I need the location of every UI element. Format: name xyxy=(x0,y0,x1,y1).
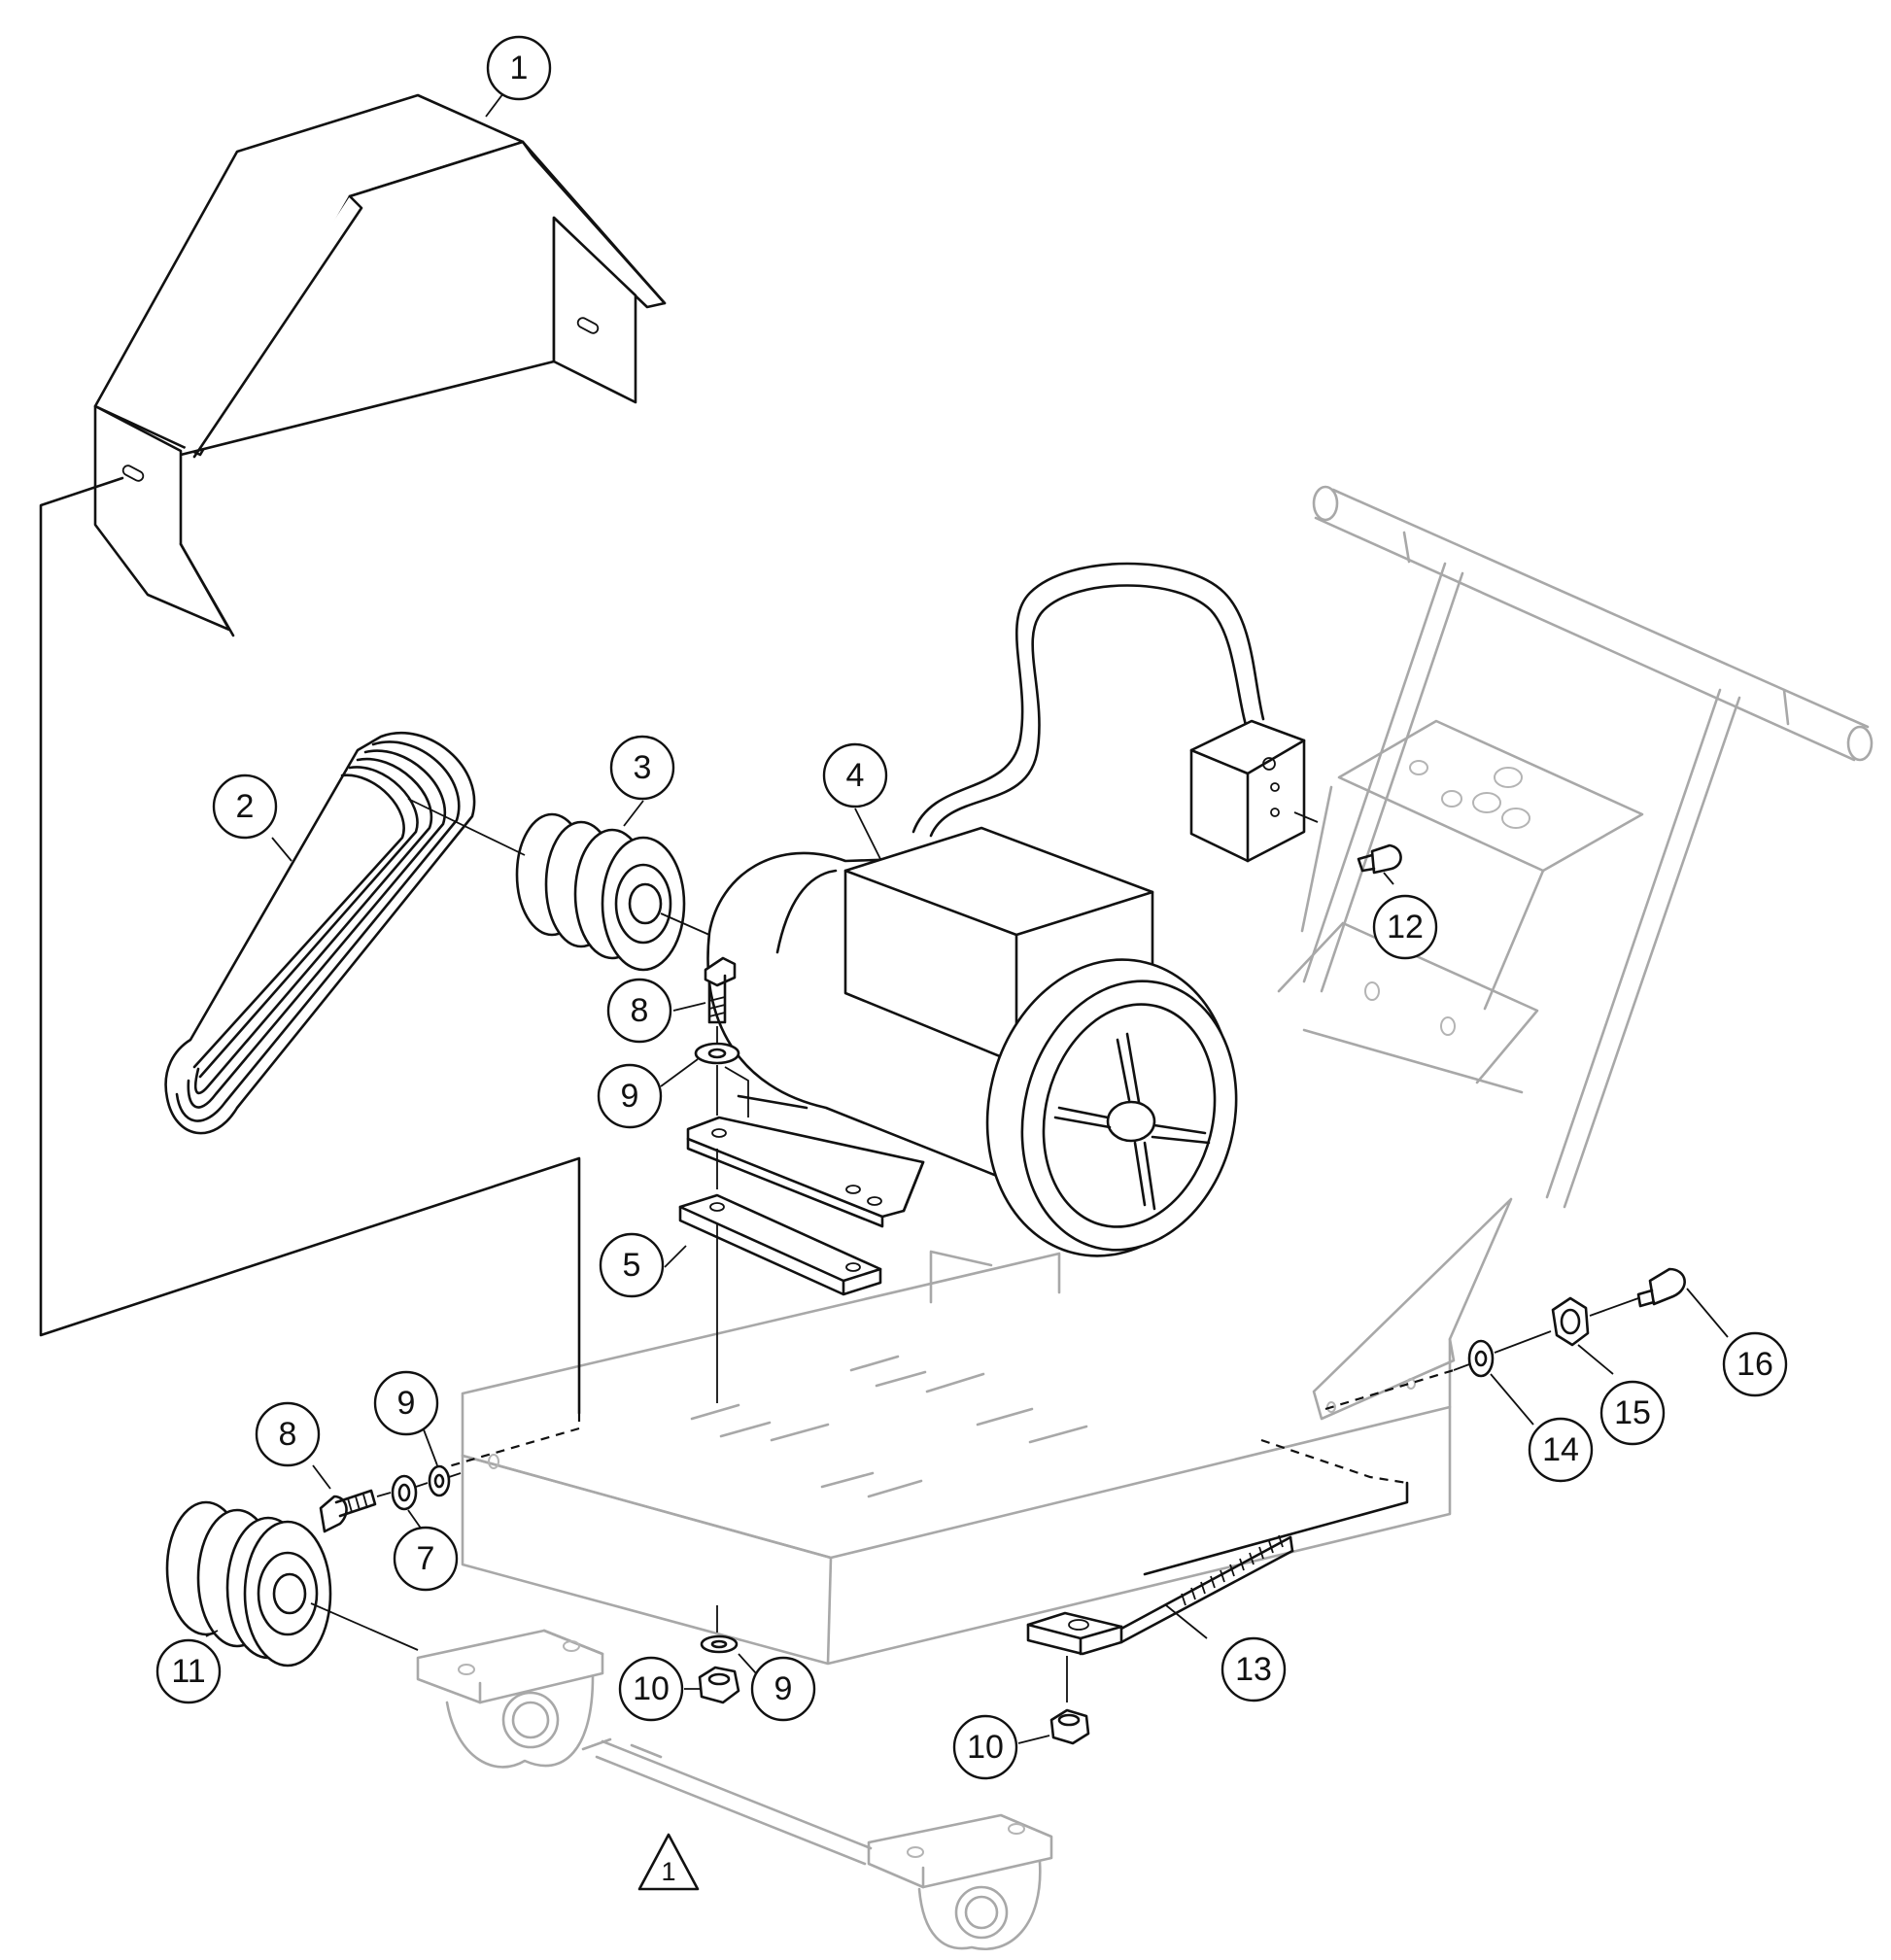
rod-lock-nut xyxy=(1049,1708,1090,1745)
svg-text:12: 12 xyxy=(1387,909,1424,946)
svg-text:11: 11 xyxy=(171,1653,205,1690)
handle-frame-ghost xyxy=(1277,485,1874,1421)
svg-text:9: 9 xyxy=(397,1385,416,1422)
motor-bolt-upper xyxy=(704,956,737,1024)
drive-pulley xyxy=(165,1500,332,1668)
electric-motor xyxy=(706,562,1319,1257)
pivot-axis-line xyxy=(1453,1297,1639,1371)
deck-rear-line xyxy=(1143,1481,1409,1576)
left-bolt xyxy=(319,1489,377,1533)
guard-dashed-line xyxy=(444,1413,581,1469)
svg-text:3: 3 xyxy=(634,749,652,786)
callout-bubble: 15 xyxy=(1599,1380,1666,1446)
svg-text:8: 8 xyxy=(631,992,649,1029)
callout-bubble: 7 xyxy=(393,1526,459,1592)
guard-leader-line xyxy=(39,476,581,1415)
belt-guard xyxy=(93,93,667,637)
right-washer xyxy=(1467,1339,1495,1378)
deck-ghost xyxy=(461,1250,1452,1666)
pulley-shaft-line xyxy=(660,912,710,936)
svg-text:9: 9 xyxy=(621,1078,639,1115)
callout-bubble: 13 xyxy=(1221,1636,1287,1702)
lower-center-nut xyxy=(698,1666,740,1704)
callout-bubble: 9 xyxy=(597,1063,663,1129)
motor-washer-upper xyxy=(694,1042,740,1065)
motor-pulley xyxy=(515,812,686,972)
callout-bubble: 1 xyxy=(486,35,552,101)
bolt-leader-line xyxy=(724,1066,749,1118)
callout-bubble: 10 xyxy=(952,1714,1018,1780)
right-pivot-bolt xyxy=(1636,1267,1686,1308)
svg-text:7: 7 xyxy=(417,1540,435,1577)
callout-bubble: 9 xyxy=(373,1370,439,1436)
drive-pulley-axis xyxy=(310,1602,419,1651)
svg-text:10: 10 xyxy=(633,1670,670,1707)
svg-text:8: 8 xyxy=(279,1416,297,1453)
motor-mount-plates xyxy=(678,1116,925,1296)
svg-text:5: 5 xyxy=(623,1247,641,1284)
svg-text:16: 16 xyxy=(1736,1346,1773,1383)
svg-text:4: 4 xyxy=(846,757,865,794)
left-axis-line xyxy=(376,1472,462,1497)
callout-bubble: 5 xyxy=(599,1232,665,1298)
pulley-belt-line xyxy=(407,798,526,856)
pivot-dashed-line xyxy=(1324,1368,1455,1411)
svg-text:2: 2 xyxy=(236,788,255,825)
switch-box-screw xyxy=(1357,843,1402,875)
callout-bubble: 2 xyxy=(212,774,278,840)
note-triangle: 1 xyxy=(637,1833,700,1891)
svg-text:15: 15 xyxy=(1614,1394,1651,1431)
axle-bearings-ghost xyxy=(416,1629,1053,1950)
callout-bubble: 8 xyxy=(606,978,672,1044)
callout-leaders xyxy=(205,92,1729,1744)
deck-dashed-line xyxy=(1260,1438,1408,1485)
svg-text:10: 10 xyxy=(967,1729,1004,1766)
callout-bubble: 14 xyxy=(1528,1417,1594,1483)
callout-bubble: 4 xyxy=(822,742,888,808)
left-lock-washer xyxy=(391,1474,418,1511)
callout-bubble: 3 xyxy=(609,735,675,801)
callout-bubble: 16 xyxy=(1722,1331,1788,1397)
svg-text:9: 9 xyxy=(774,1670,793,1707)
svg-text:14: 14 xyxy=(1542,1431,1579,1468)
v-belt xyxy=(164,731,476,1135)
left-flat-washer xyxy=(428,1464,451,1497)
callout-bubble: 9 xyxy=(750,1656,816,1722)
svg-text:13: 13 xyxy=(1235,1651,1272,1688)
svg-text:1: 1 xyxy=(510,50,529,86)
adjusting-rod xyxy=(1026,1534,1294,1656)
callout-bubble: 8 xyxy=(255,1401,321,1467)
right-nut xyxy=(1551,1296,1590,1347)
lower-center-washer xyxy=(700,1634,739,1654)
callout-bubble: 11 xyxy=(155,1638,222,1704)
callout-bubble: 12 xyxy=(1372,894,1438,960)
svg-text:1: 1 xyxy=(661,1857,675,1886)
callout-bubble: 10 xyxy=(618,1656,684,1722)
